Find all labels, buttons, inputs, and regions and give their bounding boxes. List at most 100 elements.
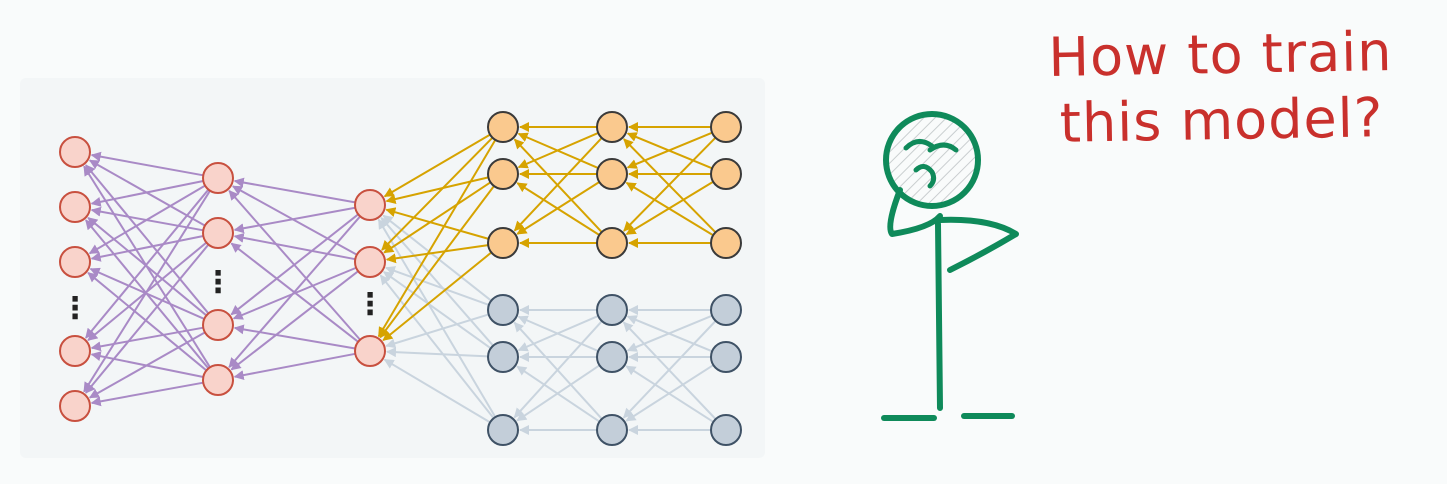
red-node: [354, 335, 386, 367]
orange-node: [487, 158, 519, 190]
figure-head: [883, 111, 981, 209]
blue-node: [487, 414, 519, 446]
red-node: [202, 162, 234, 194]
red-node: [202, 309, 234, 341]
purple-edge: [233, 324, 356, 350]
red-node: [59, 390, 91, 422]
grey-edge: [516, 365, 601, 423]
ellipsis-layer-2: ⋮: [203, 265, 233, 300]
purple-edge: [83, 165, 211, 368]
purple-edge: [90, 351, 204, 378]
red-node: [59, 335, 91, 367]
orange-node: [596, 227, 628, 259]
figure-raised-arm: [887, 187, 943, 237]
grey-edge: [377, 218, 497, 418]
gold-edge: [382, 251, 492, 342]
purple-edge: [90, 151, 204, 177]
grey-edges: [377, 214, 717, 435]
ellipsis-layer-3: ⋮: [355, 287, 385, 322]
grey-edge: [383, 271, 492, 350]
orange-node: [596, 158, 628, 190]
red-node: [59, 136, 91, 168]
figure-body: [935, 221, 943, 411]
red-node: [59, 191, 91, 223]
orange-node: [487, 111, 519, 143]
purple-edge: [233, 232, 356, 261]
figure-eyebrows: [903, 139, 959, 153]
grey-edge: [513, 321, 603, 420]
blue-node: [710, 341, 742, 373]
stick-figure-thinking-icon: [881, 111, 1019, 421]
purple-edge: [85, 219, 210, 370]
grey-edge: [626, 315, 713, 353]
purple-edge: [232, 185, 358, 256]
figure-mouth: [913, 164, 937, 189]
purple-edge: [228, 190, 361, 341]
grey-edge: [517, 315, 599, 352]
blue-node: [487, 294, 519, 326]
ellipsis-layer-1: ⋮: [60, 291, 90, 326]
orange-node: [710, 111, 742, 143]
grey-edge: [625, 365, 714, 423]
red-node: [354, 189, 386, 221]
orange-node: [596, 111, 628, 143]
grey-edge: [622, 321, 717, 420]
gold-edge: [517, 132, 599, 169]
caption-line-1: How to train: [1047, 20, 1393, 90]
gold-edge: [383, 181, 492, 254]
purple-edge: [85, 164, 210, 315]
blue-node: [596, 341, 628, 373]
orange-node: [710, 158, 742, 190]
grey-edge: [380, 217, 494, 347]
question-caption: How to train this model?: [1005, 18, 1437, 157]
orange-node: [710, 227, 742, 259]
purple-edge: [233, 352, 356, 381]
gold-edge: [385, 207, 489, 240]
purple-edge: [87, 272, 208, 372]
red-node: [354, 246, 386, 278]
purple-edge: [90, 206, 204, 232]
gold-edge: [385, 244, 489, 264]
orange-node: [487, 227, 519, 259]
blue-node: [710, 294, 742, 326]
gold-edge: [625, 181, 714, 237]
grey-edge: [385, 347, 489, 358]
blue-node: [596, 294, 628, 326]
purple-edge: [87, 241, 208, 341]
purple-edge: [85, 243, 210, 394]
gold-edge: [623, 138, 717, 234]
purple-edge: [230, 242, 359, 343]
purple-edge: [90, 326, 204, 352]
red-node: [59, 246, 91, 278]
purple-edge: [233, 177, 356, 204]
blue-node: [596, 414, 628, 446]
purple-edge: [233, 206, 356, 234]
blue-node: [487, 341, 519, 373]
grey-edge: [379, 274, 495, 419]
gold-edge: [377, 139, 497, 338]
network-nodes: [59, 111, 742, 446]
grey-edge: [383, 358, 491, 424]
caption-line-2: this model?: [1059, 86, 1384, 155]
grey-edge: [385, 266, 490, 306]
purple-edge: [230, 270, 359, 371]
gold-edge: [513, 138, 603, 233]
gold-edge: [379, 185, 495, 339]
gold-edges: [377, 122, 717, 342]
red-node: [202, 364, 234, 396]
gold-edge: [381, 136, 494, 251]
blue-node: [710, 414, 742, 446]
gold-edge: [516, 182, 600, 236]
purple-edges: [83, 151, 361, 407]
ellipsis-markers: ⋮ ⋮ ⋮: [60, 265, 385, 326]
purple-edge: [90, 235, 204, 262]
purple-edge: [85, 188, 210, 339]
red-node: [202, 217, 234, 249]
purple-edge: [90, 381, 204, 407]
figure-hip-arm: [937, 216, 1019, 273]
gold-edge: [385, 176, 489, 204]
gold-edge: [383, 133, 491, 198]
purple-edge: [88, 159, 206, 227]
